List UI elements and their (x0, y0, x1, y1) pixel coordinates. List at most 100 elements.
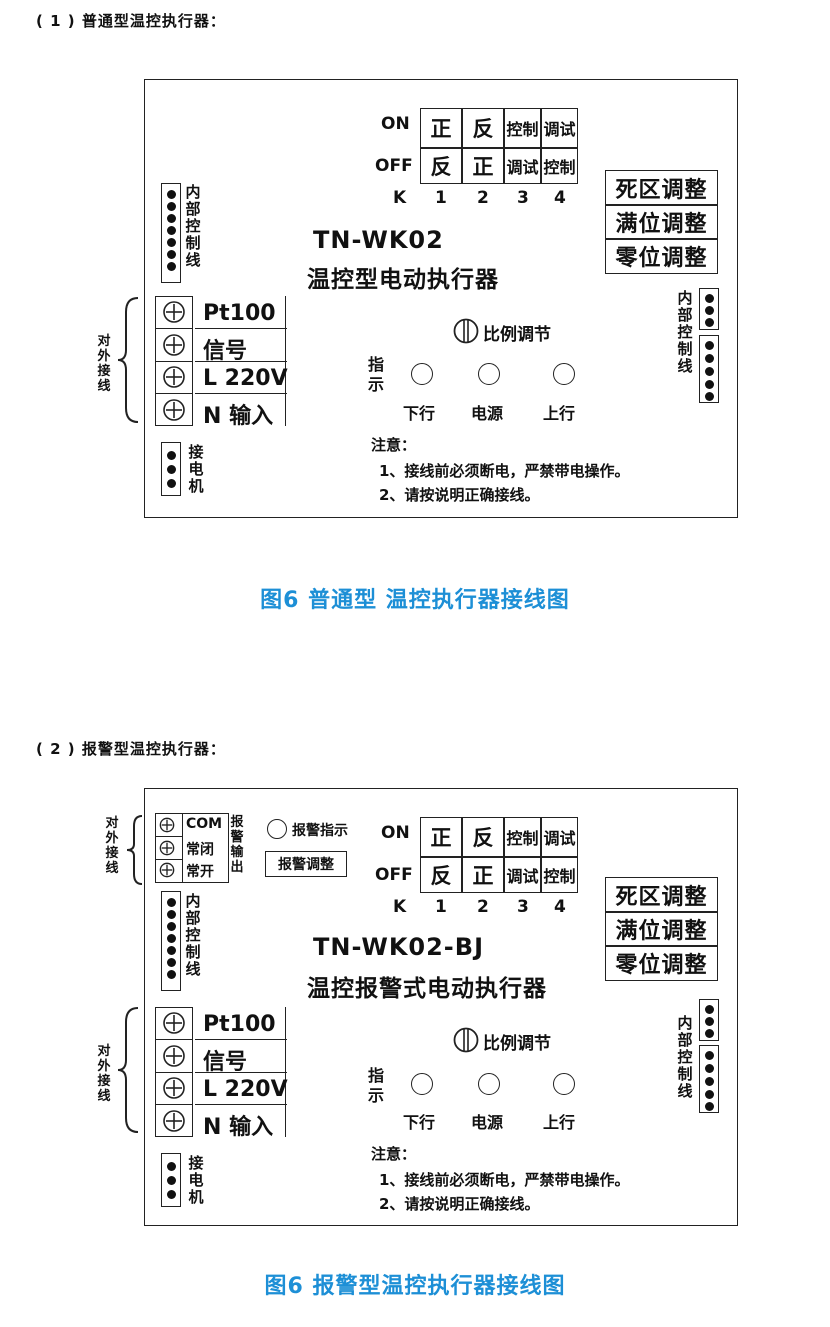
switch2-on-cell-2: 反 (462, 817, 504, 857)
note-2: 2、请按说明正确接线。 (379, 486, 540, 504)
switch-k-label-2: K (393, 897, 407, 917)
note-1: 1、接线前必须断电，严禁带电操作。 (379, 462, 630, 480)
switch-on-cell-4: 调试 (541, 108, 578, 148)
ext-wiring-label-2: 对 外 接 线 (97, 1044, 111, 1104)
led-down-2 (411, 1073, 433, 1095)
terminal-block-2 (155, 1007, 290, 1137)
alarm-indicator-led (267, 819, 287, 839)
ratio-adjust-label-2: 比例调节 (483, 1034, 551, 1054)
switch2-num-3: 3 (517, 897, 529, 917)
switch-off-label: OFF (375, 156, 413, 176)
internal-ctrl-connector-right-a (699, 288, 719, 330)
section1-title: ( 1 ) 普通型温控执行器： (36, 12, 226, 30)
zero-position-adjust-2: 零位调整 (605, 945, 718, 981)
internal-ctrl-label-right-2: 内 部 控 制 线 (677, 1014, 693, 1100)
switch2-on-cell-3: 控制 (504, 817, 541, 857)
alarm-terminal-block (155, 813, 229, 883)
led-power-label-2: 电源 (471, 1113, 504, 1132)
indicate-label-2: 指 示 (367, 1066, 384, 1105)
model-name-2: TN-WK02-BJ (313, 933, 484, 961)
ratio-knob-icon-2 (453, 1027, 479, 1053)
notes-heading: 注意： (371, 436, 417, 454)
panel-alarm: COM 常闭 常开 报 警 输 出 报警指示 报警调整 ON OFF K 正 反… (144, 788, 738, 1226)
note-1-2: 1、接线前必须断电，严禁带电操作。 (379, 1171, 630, 1189)
product-subtitle: 温控型电动执行器 (307, 267, 499, 293)
panel-standard: ON OFF K 正 反 控制 调试 反 正 调试 控制 1 2 3 4 死区调… (144, 79, 738, 518)
led-up-label-2: 上行 (543, 1113, 576, 1132)
alarm-screw-1 (159, 817, 175, 833)
led-up (553, 363, 575, 385)
internal-ctrl-connector-right-b (699, 335, 719, 403)
led-up-2 (553, 1073, 575, 1095)
led-down-label-2: 下行 (403, 1113, 436, 1132)
switch-on-cell-1: 正 (420, 108, 462, 148)
switch2-num-4: 4 (554, 897, 566, 917)
switch-num-3: 3 (517, 188, 529, 208)
figure-caption-1: 图6 普通型 温控执行器接线图 (260, 588, 570, 613)
ext-wiring-bracket-2 (117, 1007, 139, 1133)
switch2-off-cell-2: 正 (462, 857, 504, 893)
switch-num-2: 2 (477, 188, 489, 208)
switch-off-cell-1: 反 (420, 148, 462, 184)
switch-on-label: ON (381, 114, 410, 134)
terminal2-screw-4 (162, 1109, 186, 1133)
terminal2-screw-2 (162, 1044, 186, 1068)
switch-num-1: 1 (435, 188, 447, 208)
led-down-label: 下行 (403, 404, 436, 423)
model-name: TN-WK02 (313, 226, 444, 254)
switch-k-label: K (393, 188, 407, 208)
terminal2-screw-3 (162, 1076, 186, 1100)
motor-connector (161, 442, 181, 496)
switch2-on-cell-4: 调试 (541, 817, 578, 857)
motor-label-2: 接 电 机 (188, 1154, 204, 1206)
motor-connector-2 (161, 1153, 181, 1207)
ext-wiring-bracket-2-top (126, 815, 143, 885)
switch-on-label-2: ON (381, 823, 410, 843)
internal-ctrl-label-left: 内 部 控 制 线 (185, 183, 201, 269)
ext-wiring-label-1: 对 外 接 线 (97, 334, 111, 394)
switch-off-cell-2: 正 (462, 148, 504, 184)
zero-position-adjust: 零位调整 (605, 238, 718, 274)
terminal-label-l220v: L 220V (203, 366, 288, 391)
led-power-2 (478, 1073, 500, 1095)
alarm-term-nc: 常闭 (186, 842, 214, 858)
terminal2-label-l220v: L 220V (203, 1077, 288, 1102)
alarm-screw-2 (159, 840, 175, 856)
deadband-adjust: 死区调整 (605, 170, 718, 206)
ratio-adjust-label: 比例调节 (483, 325, 551, 345)
switch2-off-cell-4: 控制 (541, 857, 578, 893)
terminal-screw-3 (162, 365, 186, 389)
led-power-label: 电源 (471, 404, 504, 423)
terminal2-label-pt100: Pt100 (203, 1012, 276, 1037)
indicate-label: 指 示 (367, 355, 384, 394)
terminal-label-n-input: N 输入 (203, 404, 274, 429)
terminal2-label-n-input: N 输入 (203, 1115, 274, 1140)
alarm-output-label: 报 警 输 出 (230, 815, 244, 875)
ext-wiring-label-2-top: 对 外 接 线 (105, 816, 119, 876)
terminal-screw-4 (162, 398, 186, 422)
terminal2-screw-1 (162, 1011, 186, 1035)
section2-title: ( 2 ) 报警型温控执行器： (36, 740, 226, 758)
internal-ctrl-connector-left-2 (161, 891, 181, 991)
alarm-adjust-box: 报警调整 (265, 851, 347, 877)
switch2-num-1: 1 (435, 897, 447, 917)
alarm-screw-3 (159, 862, 175, 878)
internal-ctrl-label-left-2: 内 部 控 制 线 (185, 892, 201, 978)
internal-ctrl-label-right: 内 部 控 制 线 (677, 289, 693, 375)
full-position-adjust-2: 满位调整 (605, 911, 718, 947)
alarm-indicator-label: 报警指示 (292, 823, 348, 839)
terminal-screw-1 (162, 300, 186, 324)
switch2-off-cell-3: 调试 (504, 857, 541, 893)
deadband-adjust-2: 死区调整 (605, 877, 718, 913)
switch-num-4: 4 (554, 188, 566, 208)
alarm-term-no: 常开 (186, 864, 214, 880)
led-up-label: 上行 (543, 404, 576, 423)
terminal-label-signal: 信号 (203, 339, 248, 364)
ratio-knob-icon (453, 318, 479, 344)
product-subtitle-2: 温控报警式电动执行器 (307, 976, 547, 1002)
terminal-block (155, 296, 290, 426)
terminal-label-pt100: Pt100 (203, 301, 276, 326)
led-down (411, 363, 433, 385)
switch-off-cell-4: 控制 (541, 148, 578, 184)
notes-heading-2: 注意： (371, 1145, 417, 1163)
